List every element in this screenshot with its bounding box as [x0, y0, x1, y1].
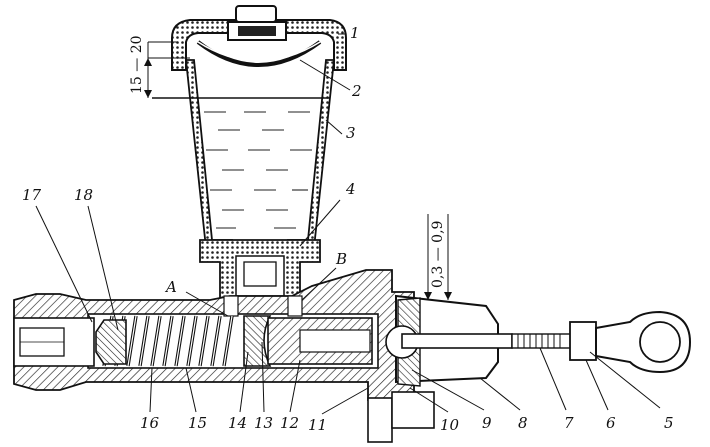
callout-5: 5 [664, 414, 674, 432]
callout-10: 10 [440, 416, 460, 434]
leader-lines [35, 33, 661, 415]
callout-9: 9 [482, 414, 492, 432]
callout-A: A [164, 278, 177, 296]
callout-14: 14 [228, 414, 247, 432]
rod-gap-label: 0,3 — 0,9 [430, 221, 446, 288]
callout-11: 11 [308, 416, 327, 434]
cap-top-knob [235, 5, 277, 23]
mount-bolt [367, 391, 435, 443]
reservoir [152, 5, 347, 301]
callout-2: 2 [351, 82, 362, 100]
piston [243, 315, 373, 367]
callout-15: 15 [188, 414, 207, 432]
rod-gap-dimension: 0,3 — 0,9 [424, 214, 452, 300]
callout-13: 13 [254, 414, 273, 432]
cylinder-body [13, 269, 415, 401]
callout-16: 16 [140, 414, 160, 432]
callout-3: 3 [346, 124, 356, 142]
callout-6: 6 [606, 414, 616, 432]
callout-8: 8 [518, 414, 528, 432]
push-rod-assembly [385, 294, 692, 387]
callout-4: 4 [345, 180, 356, 198]
spring-cup [95, 319, 127, 365]
callout-7: 7 [564, 414, 574, 432]
callout-12: 12 [280, 414, 299, 432]
push-rod [401, 333, 513, 349]
callout-17: 17 [22, 186, 42, 204]
callout-B: B [335, 250, 347, 268]
callout-18: 18 [74, 186, 93, 204]
fluid-gap-label: 15 — 20 [129, 35, 145, 94]
reservoir-wall [184, 59, 233, 249]
fluid-gap-dimension: 15 — 20 [129, 35, 190, 98]
cap-diaphragm [196, 40, 322, 67]
callout-1: 1 [350, 24, 360, 42]
reservoir-cap [171, 19, 347, 71]
